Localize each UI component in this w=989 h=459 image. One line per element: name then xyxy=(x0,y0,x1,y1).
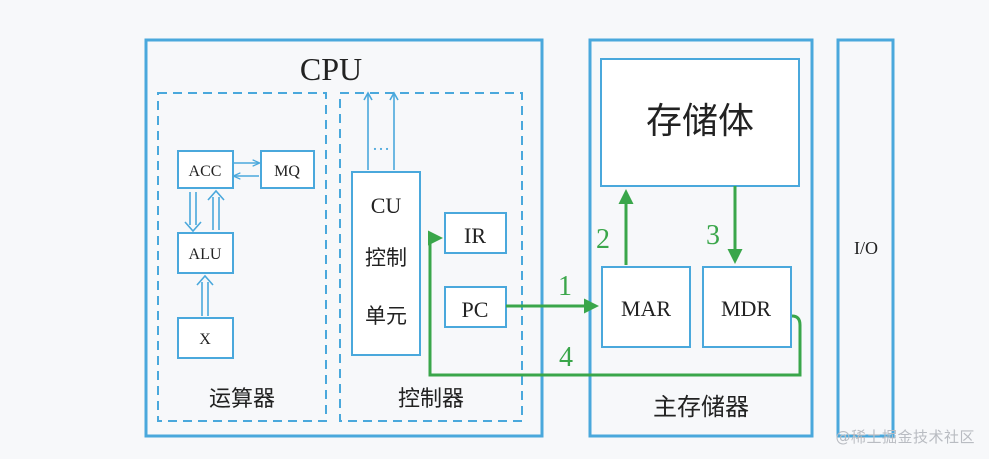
cpu-box xyxy=(144,38,544,438)
watermark: @稀土掘金技术社区 xyxy=(835,428,975,446)
cu-label-line-1: CU xyxy=(371,193,402,218)
cpu-title: CPU xyxy=(300,51,362,87)
flow-step-2: 2 xyxy=(596,224,610,255)
io-label: I/O xyxy=(854,238,878,258)
flow-step-1: 1 xyxy=(558,271,572,302)
cu-unit xyxy=(351,171,421,356)
x-register xyxy=(177,317,234,359)
cu-label-line-3: 单元 xyxy=(365,304,407,328)
alu-label: ALU xyxy=(189,246,222,263)
io-box xyxy=(836,38,895,438)
pc-label: PC xyxy=(462,297,489,322)
mar-register xyxy=(601,266,691,348)
flow-step-4: 4 xyxy=(559,342,573,373)
flow-arrow-4-mdr-to-ir xyxy=(428,230,802,377)
acc-alu-arrows xyxy=(184,189,225,233)
acc-register xyxy=(177,150,234,189)
cu-label-line-2: 控制 xyxy=(365,246,407,270)
alu-group-box xyxy=(157,92,327,422)
storage-body xyxy=(600,58,800,187)
control-group-label: 控制器 xyxy=(398,387,464,412)
alu-group-label: 运算器 xyxy=(209,387,275,412)
cu-output-arrows xyxy=(363,91,399,170)
main-memory-label: 主存储器 xyxy=(653,393,749,421)
alu-unit xyxy=(177,232,234,274)
x-label: X xyxy=(199,331,211,348)
mdr-label: MDR xyxy=(721,296,771,321)
main-memory-box xyxy=(588,38,814,438)
mdr-register xyxy=(702,266,792,348)
cu-ellipsis: … xyxy=(372,134,390,154)
mq-register xyxy=(260,150,315,189)
flow-step-3: 3 xyxy=(706,220,720,251)
ir-label: IR xyxy=(464,223,486,248)
mar-label: MAR xyxy=(621,296,671,321)
acc-label: ACC xyxy=(189,163,222,180)
control-group-box xyxy=(339,92,523,422)
storage-body-label: 存储体 xyxy=(646,101,754,142)
mq-label: MQ xyxy=(274,163,300,180)
ir-register xyxy=(444,212,507,254)
x-to-alu-arrow xyxy=(196,274,214,316)
